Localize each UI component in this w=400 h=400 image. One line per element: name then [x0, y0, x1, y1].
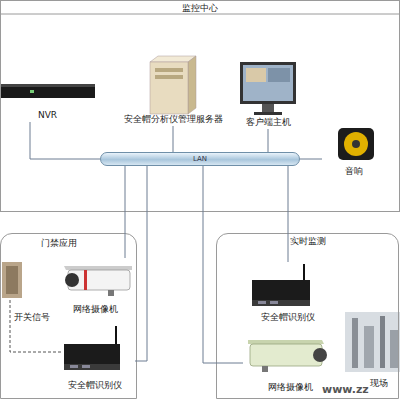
- recognizer-node: 安全帽识别仪: [243, 262, 333, 324]
- nvr-body: [0, 84, 95, 98]
- door-image: [2, 262, 22, 298]
- node-label: 安全帽识别仪: [243, 312, 333, 323]
- network-cable: [203, 166, 243, 363]
- nvr-led: [30, 90, 34, 93]
- network-cable: [288, 166, 289, 262]
- lan-bus: LAN: [100, 152, 300, 166]
- node-label: 网络摄像机: [55, 304, 135, 315]
- nvr-icon: [0, 84, 95, 98]
- network-cable: [300, 159, 322, 160]
- monitoring-band: 监控中心 NVR 安全帽分析仪管理服务器客户端主机 LAN 音响: [0, 0, 400, 212]
- node-label: 门禁应用: [9, 238, 109, 249]
- speaker-node: 音响: [322, 120, 386, 178]
- server-side: [188, 56, 196, 114]
- nvr-node: NVR: [0, 80, 95, 122]
- speaker-center: [352, 140, 360, 148]
- camera-hood: [64, 266, 132, 270]
- camera-lens: [313, 348, 327, 362]
- monitor-group: 实时监测安全帽识别仪网络摄像机: [216, 233, 399, 399]
- equipment: [364, 326, 374, 368]
- node-label: 安全帽分析仪管理服务器: [112, 114, 234, 125]
- switch-signal-line: [10, 300, 62, 352]
- recognizer-icon: [252, 264, 310, 306]
- port: [270, 301, 278, 304]
- camera-node: 网络摄像机: [55, 258, 135, 316]
- network-cable: [268, 129, 269, 152]
- camera-icon: [248, 340, 327, 372]
- node-label: 安全帽识别仪: [55, 380, 135, 391]
- camera-stripe: [84, 270, 87, 290]
- server-drive: [155, 68, 183, 72]
- nvr-top: [0, 84, 95, 87]
- speaker-icon: [338, 128, 374, 160]
- camera-mount: [108, 290, 114, 296]
- recognizer-front: [64, 364, 120, 370]
- equipment: [390, 330, 398, 368]
- camera-icon: [64, 266, 132, 296]
- node-label: 监控中心: [1, 3, 399, 14]
- monitor-screen: [243, 65, 293, 101]
- signal-label: 开关信号: [14, 312, 50, 323]
- node-label: 音响: [322, 166, 386, 177]
- camera-lens: [65, 273, 79, 287]
- site-label: 现场: [370, 378, 388, 389]
- monitor-icon: [240, 62, 296, 115]
- network-cable: [135, 166, 147, 361]
- substation-photo: [345, 312, 400, 372]
- photo-bg: [345, 312, 400, 372]
- monitor-frame: [240, 62, 296, 104]
- server-drive: [155, 75, 183, 79]
- monitor-stand: [262, 104, 274, 112]
- recognizer-icon: [64, 326, 120, 370]
- recognizer-front: [252, 300, 310, 306]
- speaker-body: [338, 128, 374, 160]
- screen-video: [268, 68, 290, 82]
- port: [70, 365, 78, 368]
- monitor-base: [254, 112, 282, 115]
- network-cable: [30, 122, 100, 159]
- antenna: [303, 264, 305, 280]
- recognizer-body: [64, 344, 120, 370]
- camera-hood: [248, 340, 324, 344]
- door-frame: [6, 266, 18, 294]
- server-node: 安全帽分析仪管理服务器: [112, 50, 234, 126]
- recognizer-body: [252, 280, 310, 306]
- network-cable: [125, 166, 126, 258]
- camera-mount: [262, 366, 268, 372]
- network-cable: [173, 126, 174, 152]
- node-label: 实时监测: [217, 236, 398, 247]
- port: [82, 365, 90, 368]
- node-label: 客户端主机: [232, 117, 304, 128]
- client-node: 客户端主机: [232, 55, 304, 129]
- equipment: [352, 318, 358, 368]
- screen-video: [246, 68, 266, 82]
- recognizer-node: 安全帽识别仪: [55, 330, 135, 392]
- speaker-cone: [344, 132, 368, 156]
- camera-body: [250, 344, 322, 366]
- node-label: NVR: [0, 110, 95, 121]
- watermark: www.zz: [322, 384, 369, 395]
- equipment: [380, 316, 385, 368]
- antenna: [115, 326, 117, 344]
- server-front: [150, 62, 188, 114]
- server-icon: [150, 56, 196, 114]
- band-divider: [0, 14, 400, 15]
- port: [258, 301, 266, 304]
- door-photo: [2, 262, 22, 298]
- node-label: LAN: [101, 154, 299, 164]
